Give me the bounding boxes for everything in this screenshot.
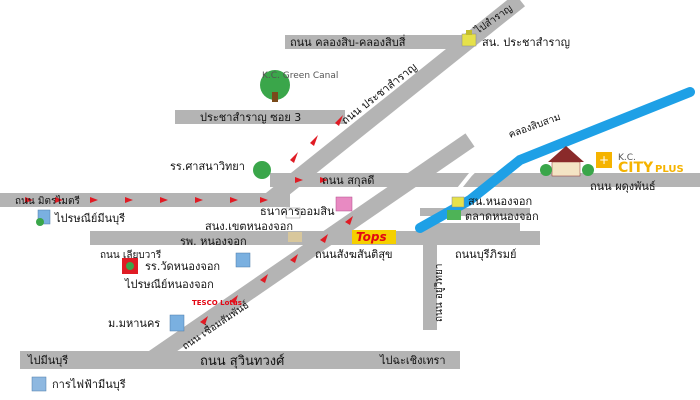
police-2-icon — [451, 196, 465, 208]
label-gsb: ธนาคารออมสิน — [260, 205, 335, 218]
kc-city-plus-logo: + — [596, 152, 612, 168]
label-kc-plus: PLUS — [655, 164, 684, 175]
arrow-marker — [230, 197, 238, 203]
label-police-prachasamran: สน. ประชาสำราญ — [482, 36, 570, 49]
arrow-marker — [25, 197, 33, 203]
label-hospital: รพ. หนองจอก — [180, 235, 247, 248]
market-icon — [447, 210, 461, 220]
arrow-marker — [125, 197, 133, 203]
label-wat-nong-chok-school: รร.วัดหนองจอก — [145, 260, 220, 273]
arrow-marker — [290, 254, 298, 263]
label-buri-phirom: ถนนบุรีภิรมย์ — [455, 248, 516, 261]
arrow-marker — [320, 234, 328, 243]
post-office-icon — [36, 209, 51, 226]
tops-logo-bg — [352, 230, 396, 244]
label-kc-green-canal: K.C. Green Canal — [262, 71, 338, 81]
label-song-prasong: ถนนสังฆสันติสุข — [315, 248, 393, 261]
svg-text:+: + — [599, 153, 609, 167]
district-office-icon — [288, 232, 302, 242]
label-liap-wari: ถนน เลียบวารี — [100, 249, 162, 261]
arrow-marker — [260, 274, 268, 283]
arrow-marker — [295, 177, 303, 183]
arrow-marker — [290, 152, 298, 163]
hospital-icon — [285, 207, 301, 219]
label-u-nong: ถนน อยู่วิทยา — [434, 264, 445, 322]
road-prachasamran — [265, 0, 525, 207]
arrow-marker — [195, 197, 203, 203]
label-mit-maitri: ถนน มิตรไมตรี — [15, 195, 80, 207]
arrow-marker — [55, 197, 63, 203]
label-kc-city: CITY — [618, 160, 654, 176]
arrow-marker — [335, 115, 343, 126]
arrow-marker — [200, 316, 208, 325]
arrow-marker — [90, 197, 98, 203]
label-post-nong-chok: ไปรษณีย์หนองจอก — [124, 278, 214, 291]
label-electricity: การไฟฟ้ามีนบุรี — [52, 378, 126, 391]
label-khlong-sip-sam: คลองสิบสาม — [507, 112, 562, 141]
label-district-office: สนง.เขตหนองจอก — [205, 220, 293, 233]
kc-green-canal-logo — [260, 70, 290, 102]
label-mahanakorn: ม.มหานคร — [108, 317, 160, 330]
post-office-2-icon — [235, 252, 251, 268]
school-2-icon — [253, 161, 271, 179]
label-police-nong-chok: สน.หนองจอก — [468, 195, 532, 208]
arrow-marker — [320, 177, 328, 183]
label-kc-city-kc: K.C. — [618, 153, 636, 163]
house-icon — [540, 146, 594, 177]
university-icon — [169, 314, 185, 332]
arrow-marker — [310, 135, 318, 146]
label-to-chachoengsao: ไปฉะเชิงเทรา — [379, 354, 446, 367]
route-arrows — [25, 115, 353, 325]
arrow-marker — [230, 295, 238, 304]
label-sasana-witthaya: รร.ศาสนาวิทยา — [170, 160, 245, 173]
label-market-nong-chok: ตลาดหนองจอก — [465, 210, 539, 223]
label-soi3: ประชาสำราญ ซอย 3 — [200, 111, 301, 124]
bank-icon — [335, 196, 353, 212]
label-to-min-buri: ไปมีนบุรี — [27, 354, 68, 367]
arrow-marker — [160, 197, 168, 203]
tops-logo: Tops — [356, 230, 387, 244]
label-post-minburi: ไปรษณีย์มีนบุรี — [54, 212, 125, 225]
canal-khlong-sip-sam — [415, 87, 695, 233]
label-khlong-sip-road: ถนน คลองสิบ-คลองสิบสี่ — [290, 34, 406, 49]
arrow-marker — [345, 216, 353, 225]
police-station-icon — [461, 30, 477, 47]
label-suwinthawong: ถนน สุวินทวงศ์ — [200, 353, 285, 369]
arrow-marker — [260, 197, 268, 203]
school-icon — [122, 258, 138, 274]
electricity-icon — [31, 376, 47, 392]
label-sakun-di: ถนน สกุลดี — [322, 174, 374, 187]
label-phadung-phan: ถนน ผดุงพันธ์ — [590, 180, 656, 193]
canal-white-edge — [448, 138, 507, 202]
tesco-lotus-logo: TESCO Lotus — [192, 299, 242, 307]
